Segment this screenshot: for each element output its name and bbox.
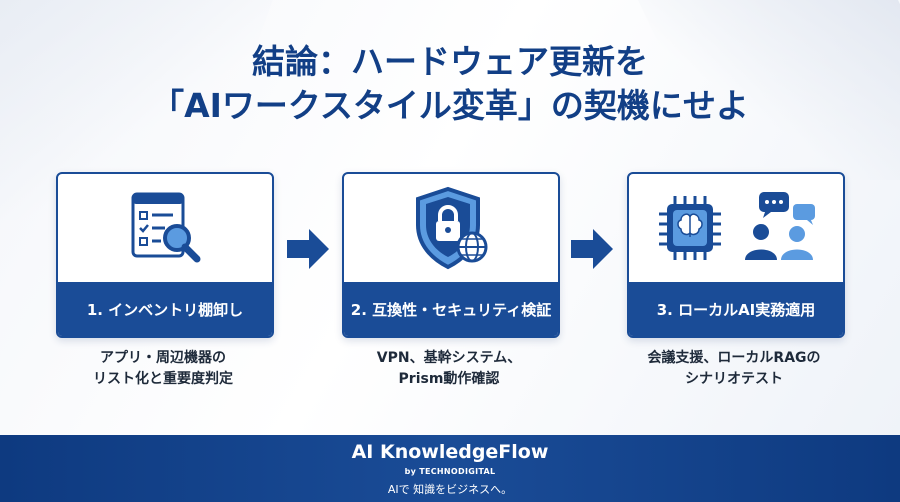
step-card-security: 2. 互換性・セキュリティ検証: [342, 172, 560, 338]
arrow-right-icon: [287, 229, 329, 269]
brand-byline: by TECHNODIGITAL: [404, 467, 496, 476]
step-description: アプリ・周辺機器の リスト化と重要度判定: [43, 348, 283, 390]
step-label: 1. インベントリ棚卸し: [58, 282, 272, 336]
description-line: アプリ・周辺機器の: [100, 350, 226, 366]
step-card-local-ai: 3. ローカルAI実務適用: [627, 172, 845, 338]
step-label: 3. ローカルAI実務適用: [629, 282, 843, 336]
description-line: リスト化と重要度判定: [93, 371, 233, 387]
ai-chip-people-chat-icon: [629, 174, 843, 282]
step-description: 会議支援、ローカルRAGの シナリオテスト: [614, 348, 854, 390]
arrow-right-icon: [571, 229, 613, 269]
description-line: シナリオテスト: [685, 371, 783, 387]
title-line-1: 結論：ハードウェア更新を: [252, 42, 648, 81]
checklist-magnifier-icon: [58, 174, 272, 282]
footer-bar: AI KnowledgeFlow by TECHNODIGITAL AIで 知識…: [0, 435, 900, 502]
shield-lock-globe-icon: [344, 174, 558, 282]
description-line: VPN、基幹システム、: [376, 350, 522, 366]
step-description: VPN、基幹システム、 Prism動作確認: [329, 348, 569, 390]
step-card-inventory: 1. インベントリ棚卸し: [56, 172, 274, 338]
page-title: 結論：ハードウェア更新を 「AIワークスタイル変革」の契機にせよ: [0, 40, 900, 128]
description-line: 会議支援、ローカルRAGの: [647, 350, 821, 366]
step-label: 2. 互換性・セキュリティ検証: [344, 282, 558, 336]
brand-tagline: AIで 知識をビジネスへ。: [387, 483, 513, 496]
brand-name: AI KnowledgeFlow: [351, 441, 549, 463]
title-line-2: 「AIワークスタイル変革」の契機にせよ: [151, 86, 749, 125]
description-line: Prism動作確認: [398, 371, 500, 387]
